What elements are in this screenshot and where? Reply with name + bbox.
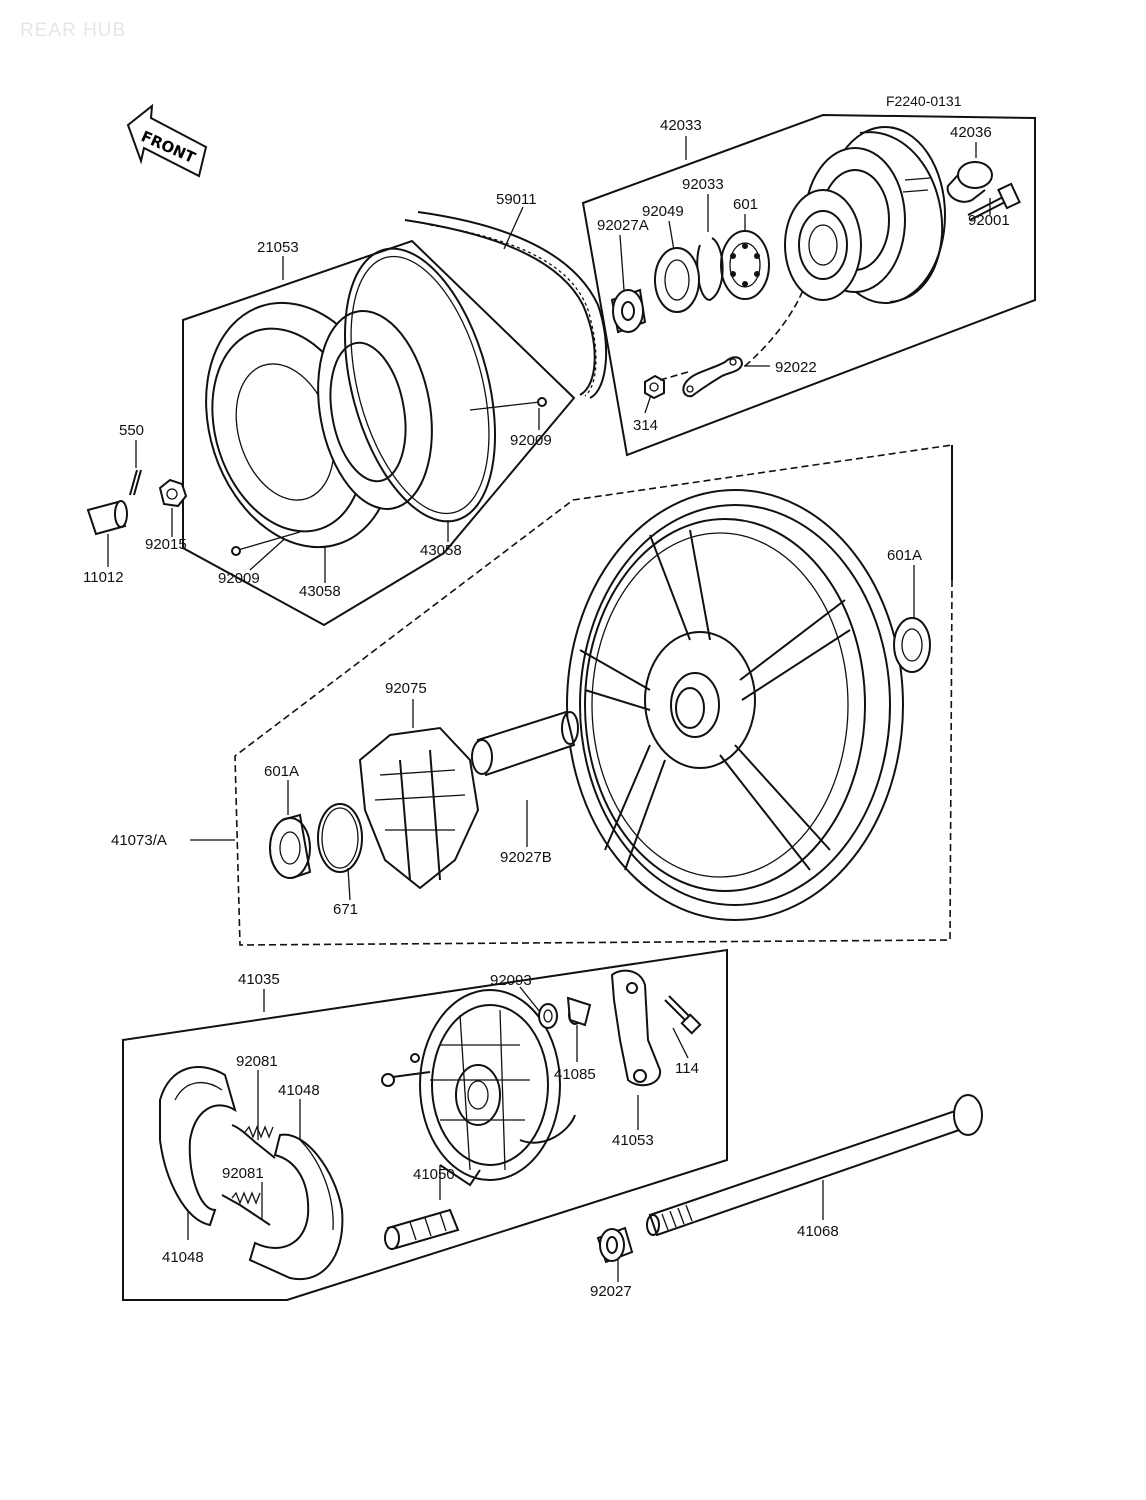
label-59011: 59011 xyxy=(496,191,537,208)
label-601A-left: 601A xyxy=(264,763,300,780)
nut-92015 xyxy=(158,478,188,508)
label-92081-lower: 92081 xyxy=(222,1165,264,1182)
brake-group-outline xyxy=(122,948,728,1301)
label-41053: 41053 xyxy=(612,1132,654,1149)
plate-guide xyxy=(659,289,804,381)
label-92009-right: 92009 xyxy=(510,432,552,449)
indicator-41085 xyxy=(566,996,592,1027)
oil-seal-92049 xyxy=(654,247,700,313)
label-92033: 92033 xyxy=(682,176,724,193)
label-92027: 92027 xyxy=(590,1283,632,1300)
label-314: 314 xyxy=(633,417,659,434)
wheel-frame-outline xyxy=(234,444,953,946)
label-43058-right: 43058 xyxy=(420,542,462,559)
cam-41050 xyxy=(384,1208,460,1250)
leader-lines xyxy=(107,136,991,1282)
sprocket-21053 xyxy=(205,301,433,549)
label-41085: 41085 xyxy=(554,1066,596,1083)
label-42033: 42033 xyxy=(660,117,702,134)
label-92009-left: 92009 xyxy=(218,570,260,587)
spacer-92027A xyxy=(610,288,647,334)
bearing-601A-right xyxy=(893,617,931,673)
label-92027B: 92027B xyxy=(500,849,552,866)
axle-41068 xyxy=(646,1094,983,1237)
rear-wheel xyxy=(566,489,904,921)
label-41050: 41050 xyxy=(413,1166,455,1183)
bearing-601A-left xyxy=(269,813,312,879)
label-92081-upper: 92081 xyxy=(236,1053,278,1070)
spring-92081-upper xyxy=(231,1124,276,1159)
nut-314 xyxy=(644,374,665,400)
bearing-601 xyxy=(720,230,770,300)
label-41073A: 41073/A xyxy=(111,832,167,849)
o-ring-671 xyxy=(317,803,363,873)
label-601A-right: 601A xyxy=(887,547,923,564)
collar-92027 xyxy=(596,1226,634,1264)
bolt-92009-left xyxy=(231,531,301,556)
damper-92075 xyxy=(358,726,480,890)
sprocket-group-outline xyxy=(182,239,576,627)
label-92001: 92001 xyxy=(968,212,1010,229)
carrier-ring-43058 xyxy=(343,247,497,523)
coupling-group-outline xyxy=(581,113,1036,457)
label-92075: 92075 xyxy=(385,680,427,697)
drive-belt-59011 xyxy=(404,211,608,399)
label-41068: 41068 xyxy=(797,1223,839,1240)
label-601: 601 xyxy=(733,196,759,213)
label-43058-left: 43058 xyxy=(299,583,341,600)
figure-code: F2240-0131 xyxy=(886,93,962,109)
cotter-pin-550 xyxy=(129,469,142,496)
front-arrow-icon: FRONT xyxy=(126,103,208,178)
bolt-92009-right xyxy=(469,397,547,411)
brake-shoe-upper xyxy=(159,1066,237,1227)
label-92022: 92022 xyxy=(775,359,817,376)
circlip-92033 xyxy=(696,237,724,302)
label-21053: 21053 xyxy=(257,239,299,256)
label-41035: 41035 xyxy=(238,971,280,988)
brake-panel xyxy=(381,989,576,1187)
plate-92022 xyxy=(682,356,744,398)
label-11012: 11012 xyxy=(83,569,124,586)
watermark-title: REAR HUB xyxy=(20,20,127,41)
sleeve-92027B xyxy=(471,710,579,777)
collar-11012 xyxy=(86,500,128,536)
brake-shoe-lower xyxy=(248,1133,344,1281)
label-671: 671 xyxy=(333,901,359,918)
spring-92081-lower xyxy=(221,1191,271,1226)
bolt-92001 xyxy=(967,182,1021,221)
label-114: 114 xyxy=(675,1060,699,1077)
label-92093: 92093 xyxy=(490,972,532,989)
bolt-114 xyxy=(664,995,702,1035)
label-92027A: 92027A xyxy=(597,217,649,234)
label-92049: 92049 xyxy=(642,203,684,220)
coupling-hub xyxy=(784,126,946,304)
collar-42036 xyxy=(946,161,993,203)
cam-lever-41053 xyxy=(610,969,662,1087)
label-92015: 92015 xyxy=(145,536,187,553)
label-42036: 42036 xyxy=(950,124,992,141)
label-41048-upper: 41048 xyxy=(278,1082,320,1099)
label-550: 550 xyxy=(119,422,145,439)
label-41048-lower: 41048 xyxy=(162,1249,204,1266)
